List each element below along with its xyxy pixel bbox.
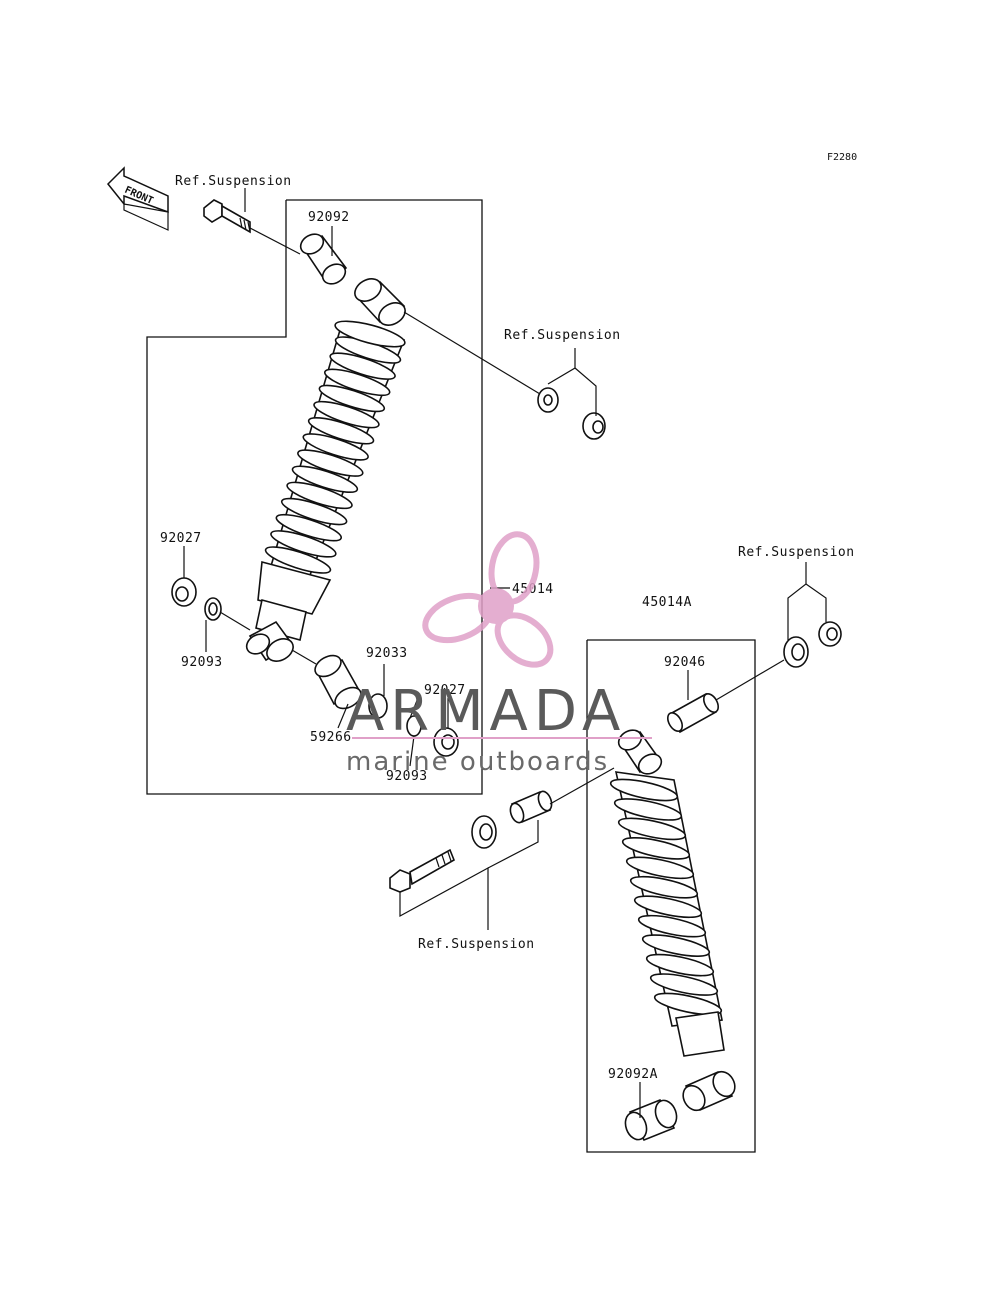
nut-ref-mid [582,412,606,440]
left-shock-frame [146,199,483,795]
spring-coil [613,798,683,821]
diagram-code: F2280 [827,152,857,163]
left-shock-top-eye [354,278,406,326]
spring-coil [641,934,711,957]
spring-coil [653,992,723,1016]
spring-coil [629,875,699,899]
spring-coil [302,433,369,461]
collar-92092A [624,1098,678,1142]
nut-ref-right [818,621,842,647]
bottom-bolt [389,848,456,893]
collar-59266 [314,654,362,710]
nut-92027-left [171,577,197,607]
top-bolt [203,199,251,234]
label-ref-suspension-bottom: Ref.Suspension [418,937,535,952]
spring-coil [313,400,380,429]
right-shock-frame [586,639,756,1153]
spring-coil [307,416,375,445]
washer-92093-left [204,597,222,621]
watermark-title: ARMADA [346,679,626,744]
washer-ref-right [783,636,809,668]
label-45014A: 45014A [642,595,692,610]
left-shock-spring [255,320,406,641]
spring-coil [264,546,332,574]
spring-coil [318,384,386,413]
label-92033: 92033 [366,646,408,661]
label-92027-left: 92027 [160,531,202,546]
spring-coil [297,449,364,477]
label-92092A: 92092A [608,1067,658,1082]
label-92046: 92046 [664,655,706,670]
spring-coil [609,778,679,802]
leader-lines [183,188,827,1118]
collar-92046 [666,692,720,734]
spring-coil [286,481,353,510]
propeller-logo-icon [422,531,554,668]
spring-coil [617,817,687,841]
spring-coil [275,513,342,542]
spring-coil [649,973,719,996]
label-ref-suspension-top: Ref.Suspension [175,174,292,189]
spring-coil [633,895,703,919]
label-92027-right: 92027 [424,683,466,698]
spring-coil [329,352,396,380]
front-arrow-icon: FRONT [106,166,169,231]
circlip-92033 [368,693,388,719]
label-92093-left: 92093 [181,655,223,670]
right-shock-top-eye [617,729,663,775]
armada-watermark: ARMADA marine outboards [346,531,652,777]
watermark-subtitle: marine outboards [346,747,609,777]
label-92093-right: 92093 [386,769,428,784]
spring-coil [324,368,391,397]
washer-ref-mid [537,387,559,413]
spring-coil [621,837,691,860]
spring-coil [645,953,715,977]
collar-92092 [299,233,348,285]
right-shock-bottom-eye [682,1070,736,1112]
right-shock-spring [609,771,725,1057]
nut-92027-right [433,727,459,757]
collar-ref-bottom [509,790,553,824]
label-ref-suspension-right: Ref.Suspension [738,545,855,560]
spring-coil [625,856,695,880]
label-ref-suspension-mid: Ref.Suspension [504,328,621,343]
left-shock-bottom-eye [245,620,294,662]
label-59266: 59266 [310,730,352,745]
washer-ref-bottom [471,815,497,849]
spring-coil [270,530,337,558]
spring-coil [637,914,707,938]
spring-coil [280,497,348,526]
spring-coil [291,465,359,494]
label-92092: 92092 [308,210,350,225]
